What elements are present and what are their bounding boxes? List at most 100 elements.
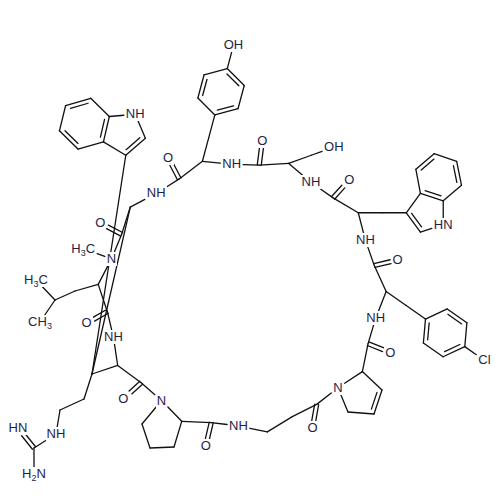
bond xyxy=(423,319,425,343)
atom-label: NH xyxy=(221,157,242,171)
atom-label: O xyxy=(256,134,268,148)
bond xyxy=(129,381,140,391)
bond xyxy=(109,115,124,116)
atom-label: HN xyxy=(8,421,29,435)
bond xyxy=(126,138,140,150)
bond xyxy=(103,142,125,155)
atom-label: CH3 xyxy=(27,315,53,329)
bond xyxy=(374,265,386,291)
bond xyxy=(173,163,181,178)
atom-symbol: NH xyxy=(302,174,321,189)
bond xyxy=(369,342,384,348)
bond xyxy=(100,119,104,137)
bond xyxy=(42,287,55,301)
atom-symbol: N xyxy=(333,380,342,395)
bond xyxy=(406,193,420,212)
atom-label: NH xyxy=(228,419,249,433)
bond xyxy=(312,404,315,421)
bond xyxy=(97,254,105,257)
atom-label: O xyxy=(94,216,106,230)
atom-label: NH xyxy=(301,175,322,189)
bond xyxy=(412,213,422,227)
bond xyxy=(142,407,156,424)
atom-label: NH xyxy=(146,186,167,200)
bond xyxy=(92,365,118,374)
atom-label: NH xyxy=(103,330,124,344)
bond xyxy=(443,347,465,357)
atom-label: N xyxy=(332,381,343,395)
atom-label: N xyxy=(156,394,167,408)
bond xyxy=(84,374,92,399)
atom-symbol: N xyxy=(157,393,166,408)
bond xyxy=(78,142,103,149)
bond xyxy=(44,300,55,316)
atom-label: NH xyxy=(46,427,67,441)
bond xyxy=(142,424,150,448)
bond xyxy=(316,405,319,422)
bond xyxy=(311,151,322,155)
bond xyxy=(368,325,374,344)
atom-symbol: O xyxy=(257,133,267,148)
atom-label: OH xyxy=(323,140,345,154)
atom-symbol: H xyxy=(71,241,80,256)
atom-symbol: NH xyxy=(229,418,248,433)
bond xyxy=(59,131,78,149)
atom-label: HN xyxy=(433,218,454,232)
bond xyxy=(374,390,382,414)
atom-label: H2N xyxy=(21,467,47,481)
subscript: 3 xyxy=(33,279,38,289)
bond xyxy=(289,155,312,163)
bond xyxy=(465,347,477,355)
bond xyxy=(416,154,434,170)
bond xyxy=(25,433,36,447)
bond xyxy=(425,191,441,196)
atom-symbol: O xyxy=(81,315,91,330)
bond xyxy=(317,393,332,404)
bond xyxy=(457,161,462,185)
atom-symbol: O xyxy=(95,215,105,230)
bond xyxy=(332,185,342,196)
bond xyxy=(114,344,117,366)
bond xyxy=(333,198,358,213)
atom-label: H3C xyxy=(23,273,49,287)
atom-label: O xyxy=(117,392,129,406)
bond xyxy=(55,291,75,300)
atom-symbol: CH xyxy=(28,314,47,329)
bond xyxy=(371,392,377,409)
atom-label: O xyxy=(306,421,318,435)
atom-symbol: HN xyxy=(434,217,453,232)
bond xyxy=(358,213,363,234)
bond xyxy=(362,344,368,372)
atom-label: Cl xyxy=(477,353,491,367)
bond xyxy=(386,292,406,306)
atom-symbol: NH xyxy=(222,156,241,171)
bond xyxy=(138,121,145,138)
atom-label: O xyxy=(162,151,174,165)
bond xyxy=(170,165,178,180)
bond xyxy=(267,417,292,432)
atom-symbol: O xyxy=(163,150,173,165)
bond xyxy=(93,310,107,318)
subscript: 3 xyxy=(47,321,52,331)
bond xyxy=(202,161,220,163)
bond xyxy=(448,314,462,324)
bond xyxy=(132,384,143,394)
bond xyxy=(141,383,155,395)
atom-label: H3C xyxy=(70,242,96,256)
bond xyxy=(33,448,34,468)
bond xyxy=(374,260,390,264)
bond xyxy=(434,154,457,162)
bond xyxy=(416,169,421,193)
bond xyxy=(217,106,233,110)
atom-symbol: O xyxy=(385,345,395,360)
bond xyxy=(70,103,88,108)
bond xyxy=(168,407,182,421)
bond xyxy=(443,185,461,201)
bond xyxy=(107,311,112,330)
bond xyxy=(179,161,202,179)
bond xyxy=(421,159,434,170)
atom-label: O xyxy=(343,173,355,187)
bond xyxy=(348,412,374,414)
bond xyxy=(420,193,443,200)
atom-symbol: NH xyxy=(147,185,166,200)
